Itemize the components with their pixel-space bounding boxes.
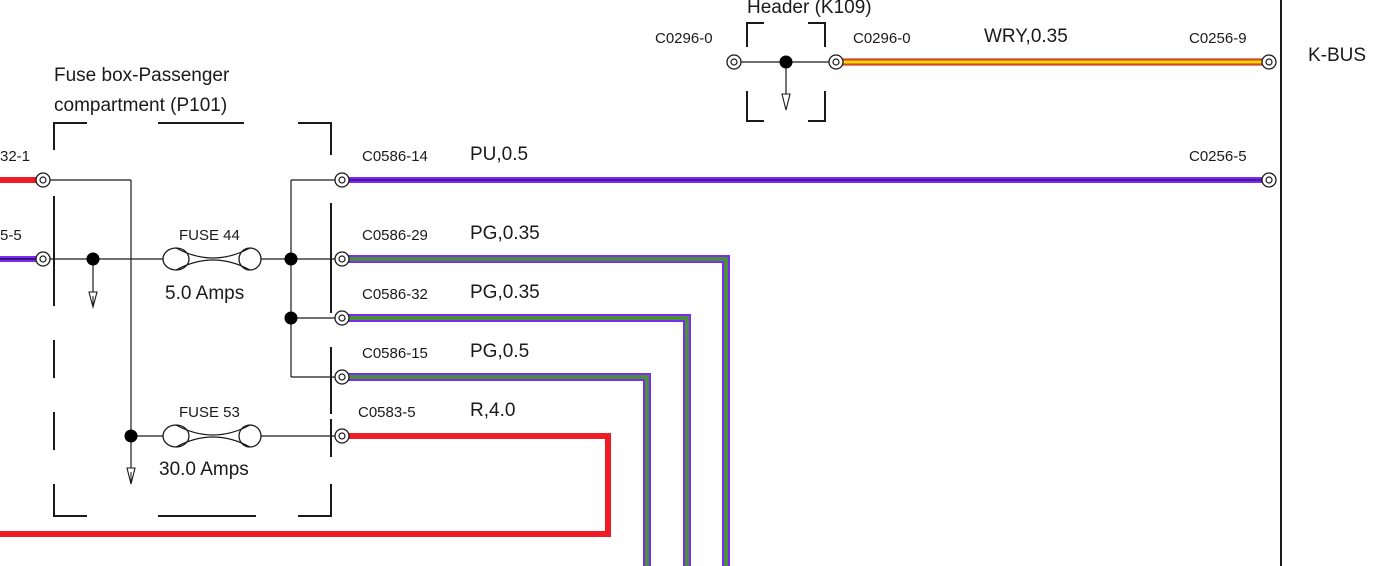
connector-c0586-14: C0586-14 bbox=[362, 148, 428, 165]
wire-r bbox=[0, 433, 611, 537]
wire-pg-29 bbox=[348, 255, 730, 566]
terminals bbox=[35, 54, 1277, 444]
header-k109-boundary bbox=[740, 22, 830, 122]
connector-c0586-15: C0586-15 bbox=[362, 345, 428, 362]
clipped-connector-label-mid: 5-5 bbox=[0, 227, 22, 244]
wire-label-pg-32: PG,0.35 bbox=[470, 282, 540, 303]
splice-node bbox=[86, 252, 100, 266]
connector-c0586-32: C0586-32 bbox=[362, 286, 428, 303]
k-bus-label: K-BUS bbox=[1308, 45, 1366, 66]
wire-label-r: R,4.0 bbox=[470, 400, 515, 421]
fuse-box-label-line2: compartment (P101) bbox=[54, 95, 227, 116]
wire-label-pg-29: PG,0.35 bbox=[470, 223, 540, 244]
connector-c0583-5: C0583-5 bbox=[358, 404, 416, 421]
fuse-44-rating: 5.0 Amps bbox=[165, 283, 244, 304]
wire-label-pu: PU,0.5 bbox=[470, 144, 528, 165]
wire-pg-32 bbox=[348, 314, 691, 566]
wire-label-wry: WRY,0.35 bbox=[984, 26, 1068, 47]
splice-node bbox=[284, 311, 298, 325]
wire-pg-15 bbox=[348, 373, 651, 566]
fuse-box-boundary bbox=[53, 122, 332, 517]
ground-arrow-icon bbox=[126, 467, 136, 485]
fuse-44-name: FUSE 44 bbox=[179, 227, 240, 244]
clipped-connector-label-top: 32-1 bbox=[0, 148, 30, 165]
fuse-53-rating: 30.0 Amps bbox=[159, 459, 249, 480]
connector-c0296-left: C0296-0 bbox=[655, 30, 713, 47]
fuse-53-name: FUSE 53 bbox=[179, 404, 240, 421]
fuse-53-symbol bbox=[162, 424, 262, 448]
connector-c0296-right: C0296-0 bbox=[853, 30, 911, 47]
connector-c0256-5: C0256-5 bbox=[1189, 148, 1247, 165]
splice-node bbox=[284, 252, 298, 266]
fuse-44-symbol bbox=[162, 247, 262, 271]
connector-c0586-29: C0586-29 bbox=[362, 227, 428, 244]
fuse-box-internal-lines bbox=[50, 179, 336, 472]
connector-c0256-9: C0256-9 bbox=[1189, 30, 1247, 47]
wire-label-pg-15: PG,0.5 bbox=[470, 341, 529, 362]
splice-node bbox=[124, 429, 138, 443]
ground-arrow-icon bbox=[88, 291, 98, 310]
fuse-box-label-line1: Fuse box-Passenger bbox=[54, 65, 230, 86]
header-label: Header (K109) bbox=[747, 0, 872, 18]
